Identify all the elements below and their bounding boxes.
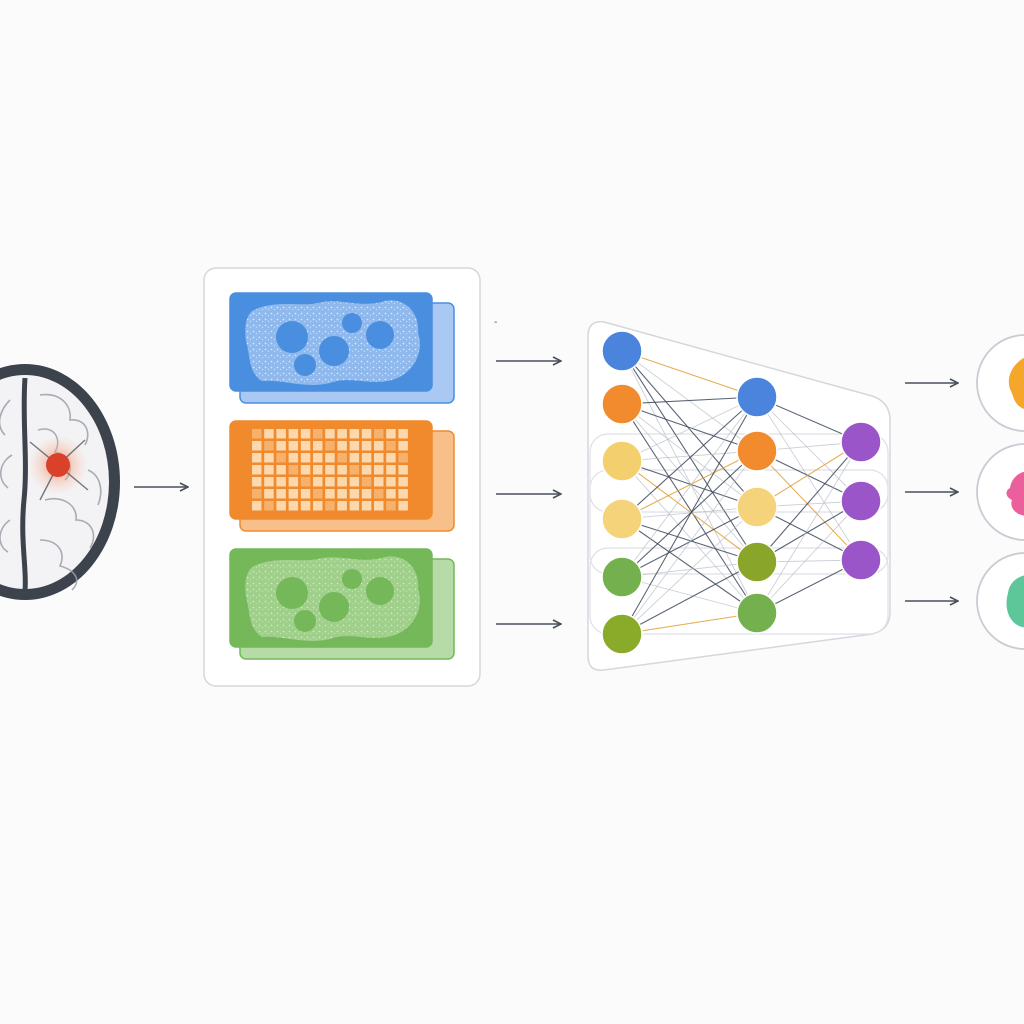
nn-node-l2-1 (736, 376, 778, 418)
nn-node-l2-3 (736, 486, 778, 528)
stray-mark: - (494, 317, 497, 328)
nn-edge (621, 396, 758, 462)
output-2 (976, 443, 1024, 541)
nn-node-l3-1 (840, 421, 882, 463)
nn-edge (621, 396, 758, 405)
nn-edge (621, 561, 758, 578)
outputs (976, 334, 1024, 650)
nn-edge (756, 441, 862, 563)
nn-node-l1-4 (601, 498, 643, 540)
feature-map-green (229, 548, 455, 660)
nn-node-l3-3 (840, 539, 882, 581)
nn-edge (621, 450, 758, 578)
nn-edge (621, 576, 758, 614)
neural-network (587, 321, 891, 671)
nn-edge (621, 450, 758, 462)
nn-edge (621, 396, 758, 578)
nn-edge (756, 441, 862, 614)
blob-icon (1006, 575, 1024, 628)
grid-map-icon (252, 429, 408, 511)
nn-node-l3-2 (840, 480, 882, 522)
output-1 (976, 334, 1024, 432)
blob-icon (1006, 471, 1024, 516)
nn-edge (621, 350, 758, 563)
feature-map-orange (229, 420, 455, 532)
blob-icon (1008, 358, 1024, 409)
nn-edge (621, 561, 758, 635)
nn-node-l2-2 (736, 430, 778, 472)
nn-edge (621, 450, 758, 520)
feature-to-network-arrows (496, 361, 561, 624)
nn-edge (756, 396, 862, 561)
nn-edge (756, 450, 862, 561)
nn-edge (621, 350, 758, 614)
brain-scan-icon (0, 364, 120, 600)
nn-node-l1-6 (601, 613, 643, 655)
nn-edge (756, 396, 862, 502)
nn-edge (621, 612, 758, 635)
nn-edge (621, 396, 758, 635)
nn-edge (621, 403, 758, 452)
nn-edge (621, 506, 758, 635)
nn-edge (756, 500, 862, 614)
nn-edge (621, 403, 758, 563)
feature-maps-panel (203, 267, 481, 687)
nn-edge (621, 518, 758, 614)
output-3 (976, 552, 1024, 650)
nn-edge (621, 396, 758, 520)
nn-node-l2-4 (736, 541, 778, 583)
network-to-output-arrows (905, 383, 958, 601)
nn-edge (621, 460, 758, 614)
nn-edge (621, 350, 758, 398)
nn-edge (621, 460, 758, 508)
nn-edge (621, 403, 758, 508)
texture-map-icon (245, 300, 420, 385)
nn-node-l1-3 (601, 440, 643, 482)
nn-node-l2-5 (736, 592, 778, 634)
texture-map-icon (245, 556, 420, 641)
nn-node-l1-2 (601, 383, 643, 425)
nn-edge (621, 506, 758, 520)
nn-edge (621, 460, 758, 563)
nn-node-l1-5 (601, 556, 643, 598)
nn-node-l1-1 (601, 330, 643, 372)
nn-edge (621, 518, 758, 563)
feature-map-blue (229, 292, 455, 404)
nn-edge (621, 403, 758, 614)
nn-edge (621, 450, 758, 635)
